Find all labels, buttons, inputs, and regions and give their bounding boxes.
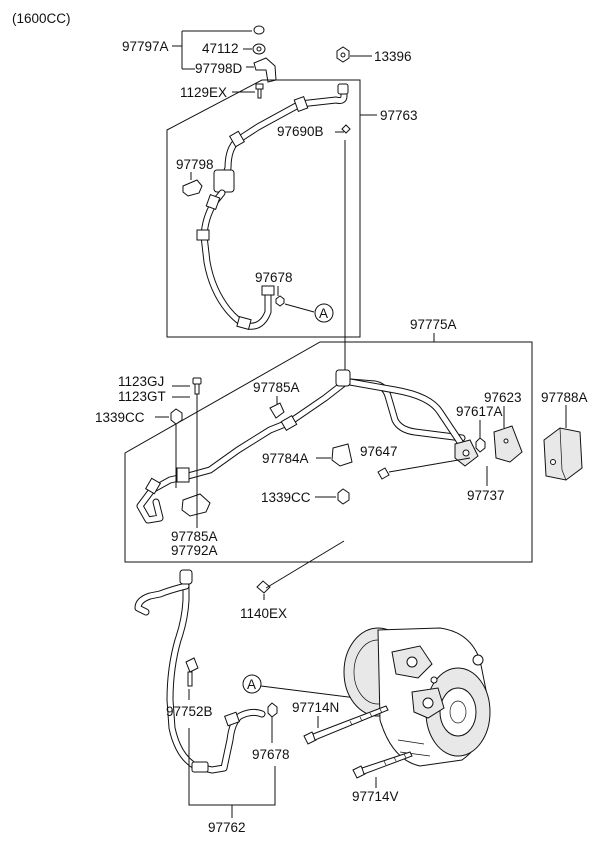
top-hardware-group: 97797A 47112 97798D 1129EX: [122, 25, 277, 100]
middle-suction-hose: [136, 369, 523, 524]
label-97714v: 97714V: [352, 789, 399, 804]
oring-97678-lower-icon: [267, 702, 278, 718]
label-97798: 97798: [176, 157, 214, 172]
nut-1339cc-left-icon: [170, 408, 183, 425]
bracket-97792a-icon: [181, 493, 211, 517]
bolt-97714n-icon: [303, 705, 389, 745]
label-1339cc-mid: 1339CC: [261, 490, 311, 505]
clip-97785a-upper-icon: [269, 402, 285, 419]
oring-97678-upper-icon: [275, 295, 285, 307]
engine-variant-label: (1600CC): [12, 11, 71, 26]
oring-97617a-icon: [475, 437, 486, 453]
label-97678-upper: 97678: [255, 270, 293, 285]
label-97798d: 97798D: [195, 61, 243, 76]
label-97617a: 97617A: [456, 404, 503, 419]
ac-compressor-icon: [343, 627, 491, 767]
bolt-97714v-icon: [352, 751, 413, 779]
ref-marker-a-lower-text: A: [247, 677, 256, 692]
box-97775a: [124, 341, 533, 563]
bolt-1129ex-icon: [255, 83, 264, 99]
label-97788a: 97788A: [541, 390, 588, 405]
bolt-97647-icon: [377, 467, 390, 480]
ref-marker-a-upper: [314, 303, 334, 323]
label-47112: 47112: [202, 41, 239, 56]
label-97762: 97762: [208, 820, 246, 835]
label-1339cc-left: 1339CC: [95, 410, 145, 425]
label-97690b: 97690B: [277, 124, 324, 139]
label-97714n: 97714N: [292, 700, 339, 715]
label-97775a: 97775A: [410, 317, 457, 332]
upper-discharge-hose: [196, 83, 349, 330]
label-97792a: 97792A: [171, 543, 218, 558]
label-13396: 13396: [374, 49, 412, 64]
box-97763: [166, 79, 361, 338]
label-97785a-lower: 97785A: [171, 529, 218, 544]
label-97647: 97647: [360, 444, 398, 459]
nut-13396-icon: [336, 46, 350, 63]
label-1123gj: 1123GJ: [118, 374, 164, 389]
label-97797a: 97797A: [122, 39, 169, 54]
ref-marker-a-lower: [242, 674, 262, 694]
lower-suction-hose: [134, 569, 266, 774]
label-1140ex: 1140EX: [240, 606, 287, 621]
label-97678-lower: 97678: [252, 747, 290, 762]
ref-marker-a-upper-text: A: [319, 306, 328, 321]
label-1129ex: 1129EX: [180, 85, 227, 100]
label-1123gt: 1123GT: [118, 389, 166, 404]
bracket-97784a-icon: [331, 443, 353, 467]
cover-97788a-icon: [543, 427, 583, 481]
bracket-97798d-icon: [253, 57, 277, 83]
label-97737: 97737: [467, 488, 505, 503]
label-97785a-upper: 97785A: [253, 380, 300, 395]
oring-97690b-icon: [341, 124, 351, 134]
bolt-1123gj-icon: [192, 377, 202, 395]
label-97784a: 97784A: [262, 451, 309, 466]
label-97752b: 97752B: [166, 704, 213, 719]
nut-1339cc-mid-icon: [337, 488, 350, 505]
label-97623: 97623: [484, 390, 522, 405]
bolt-1140ex-icon: [256, 580, 271, 594]
label-97763: 97763: [380, 108, 418, 123]
nut-47112-icon: [252, 25, 266, 55]
bracket-97798-icon: [182, 179, 203, 197]
